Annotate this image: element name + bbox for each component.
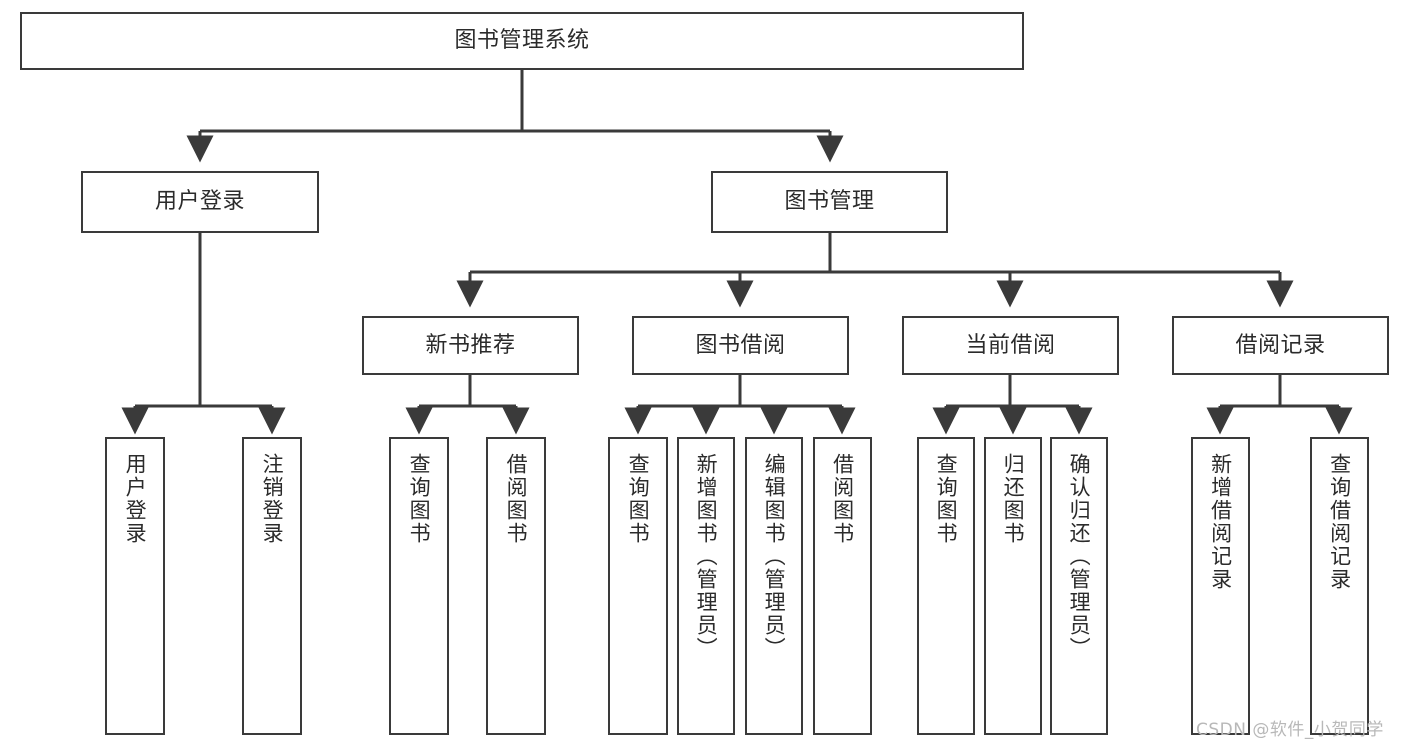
node-user-login-label: 用户登录	[154, 189, 245, 215]
node-user-login[interactable]: 用户登录	[81, 171, 319, 233]
leaf-node-label: 查询图书	[934, 453, 959, 545]
leaf-node[interactable]: 注销登录	[242, 437, 302, 735]
leaf-node[interactable]: 新增图书（管理员）	[677, 437, 735, 735]
leaf-node-label: 用户登录	[123, 453, 148, 545]
leaf-node-label: 注销登录	[260, 453, 285, 545]
leaf-node-label: 归还图书	[1001, 453, 1026, 545]
leaf-node[interactable]: 查询图书	[917, 437, 975, 735]
leaf-node[interactable]: 新增借阅记录	[1191, 437, 1250, 735]
node-book-borrow[interactable]: 图书借阅	[632, 316, 849, 375]
leaf-node[interactable]: 用户登录	[105, 437, 165, 735]
leaf-node[interactable]: 借阅图书	[813, 437, 872, 735]
leaf-node[interactable]: 编辑图书（管理员）	[745, 437, 803, 735]
node-new-book-recommend-label: 新书推荐	[425, 332, 516, 358]
leaf-node[interactable]: 借阅图书	[486, 437, 546, 735]
csdn-watermark: CSDN @软件_小贺同学	[1196, 720, 1384, 740]
node-borrow-record-label: 借阅记录	[1235, 332, 1326, 358]
leaf-node-label: 确认归还（管理员）	[1067, 453, 1092, 660]
node-borrow-record[interactable]: 借阅记录	[1172, 316, 1389, 375]
leaf-node-label: 查询图书	[626, 453, 651, 545]
node-book-management[interactable]: 图书管理	[711, 171, 948, 233]
node-current-borrow[interactable]: 当前借阅	[902, 316, 1119, 375]
leaf-node[interactable]: 归还图书	[984, 437, 1042, 735]
leaf-node-label: 新增图书（管理员）	[694, 453, 719, 660]
leaf-node[interactable]: 查询图书	[608, 437, 668, 735]
leaf-node-label: 编辑图书（管理员）	[762, 453, 787, 660]
leaf-node-label: 新增借阅记录	[1208, 453, 1233, 591]
node-new-book-recommend[interactable]: 新书推荐	[362, 316, 579, 375]
leaf-node-label: 查询借阅记录	[1327, 453, 1352, 591]
leaf-node-label: 借阅图书	[504, 453, 529, 545]
node-root-label: 图书管理系统	[454, 28, 590, 54]
node-root[interactable]: 图书管理系统	[20, 12, 1024, 70]
node-book-management-label: 图书管理	[784, 189, 875, 215]
node-current-borrow-label: 当前借阅	[965, 332, 1056, 358]
leaf-node[interactable]: 查询图书	[389, 437, 449, 735]
leaf-node-label: 借阅图书	[830, 453, 855, 545]
leaf-node[interactable]: 确认归还（管理员）	[1050, 437, 1108, 735]
node-book-borrow-label: 图书借阅	[695, 332, 786, 358]
leaf-node[interactable]: 查询借阅记录	[1310, 437, 1369, 735]
leaf-node-label: 查询图书	[407, 453, 432, 545]
